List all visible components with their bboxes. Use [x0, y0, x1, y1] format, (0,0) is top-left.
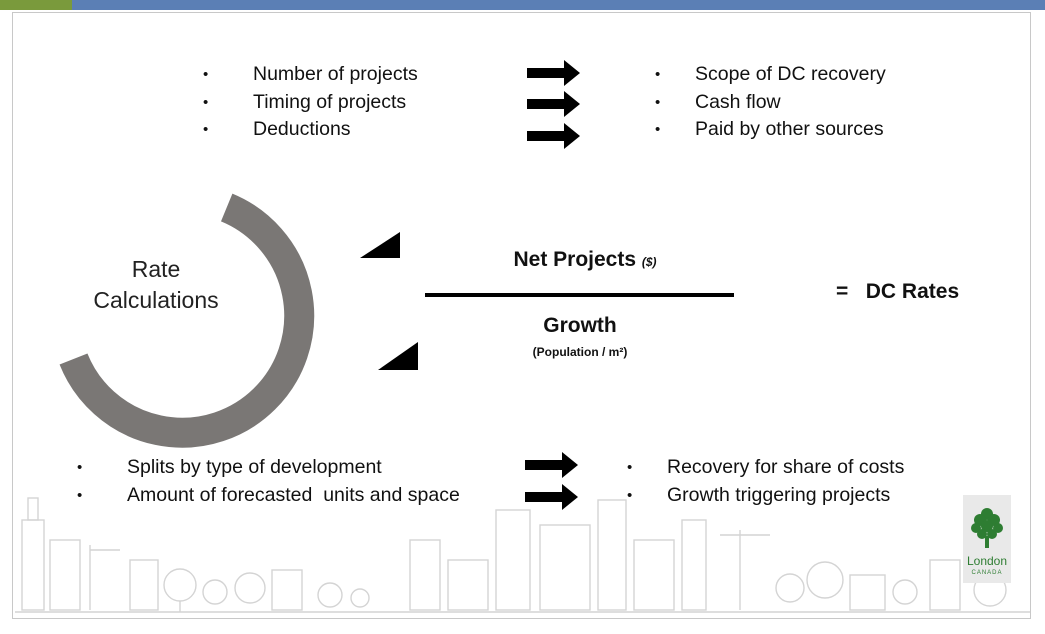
logo-name: London [966, 554, 1008, 568]
top-left-list: •Number of projects •Timing of projects … [203, 61, 418, 144]
top-right-list: •Scope of DC recovery •Cash flow •Paid b… [655, 61, 886, 144]
list-item: •Number of projects [203, 63, 418, 85]
list-item-text: Splits by type of development [127, 456, 382, 478]
list-item: •Deductions [203, 118, 351, 140]
arrow-icon [527, 60, 580, 149]
bottom-right-list: •Recovery for share of costs •Growth tri… [627, 454, 904, 509]
top-accent-bar-green [0, 0, 72, 10]
london-logo [963, 495, 1011, 583]
ring-label-line2: Calculations [93, 287, 219, 313]
list-item: •Growth triggering projects [627, 483, 891, 506]
bent-arrow-icon [360, 232, 400, 258]
arrow-icon [525, 452, 578, 510]
list-item-text: Timing of projects [253, 90, 407, 113]
logo-sub: CANADA [971, 570, 1003, 576]
tree-icon [971, 508, 1003, 548]
list-item-text: Deductions [253, 118, 351, 140]
list-item: •Amount of forecasted units and space [77, 483, 460, 506]
list-item: •Timing of projects [203, 90, 407, 113]
list-item-text: Number of projects [253, 63, 418, 85]
list-item-text: Amount of forecasted units and space [127, 483, 460, 506]
numerator: Net Projects ($) [470, 248, 700, 272]
list-item: •Scope of DC recovery [655, 63, 886, 85]
denominator-unit: (Population / m²) [532, 345, 628, 359]
numerator-unit: ($) [641, 255, 657, 269]
list-item: •Paid by other sources [655, 118, 884, 140]
top-accent-bar [0, 0, 1045, 10]
list-item-text: Recovery for share of costs [667, 456, 905, 478]
list-item-text: Cash flow [695, 90, 781, 113]
slide-frame [12, 12, 1031, 619]
result-label: = DC Rates [836, 280, 960, 303]
city-skyline-icon [15, 497, 1030, 613]
list-item-text: Growth triggering projects [667, 483, 891, 506]
ring-label: Rate Calculations [66, 254, 246, 316]
list-item: •Recovery for share of costs [627, 456, 905, 478]
ring-label-line1: Rate [131, 256, 181, 282]
ring-icon [59, 193, 315, 448]
list-item-text: Paid by other sources [695, 118, 884, 140]
bottom-left-list: •Splits by type of development •Amount o… [77, 454, 460, 509]
list-item: •Splits by type of development [77, 456, 382, 478]
list-item: •Cash flow [655, 90, 781, 113]
numerator-text: Net Projects [513, 248, 637, 271]
list-item-text: Scope of DC recovery [695, 63, 886, 85]
denominator: Growth [543, 314, 617, 337]
bent-arrow-icon [378, 342, 418, 370]
